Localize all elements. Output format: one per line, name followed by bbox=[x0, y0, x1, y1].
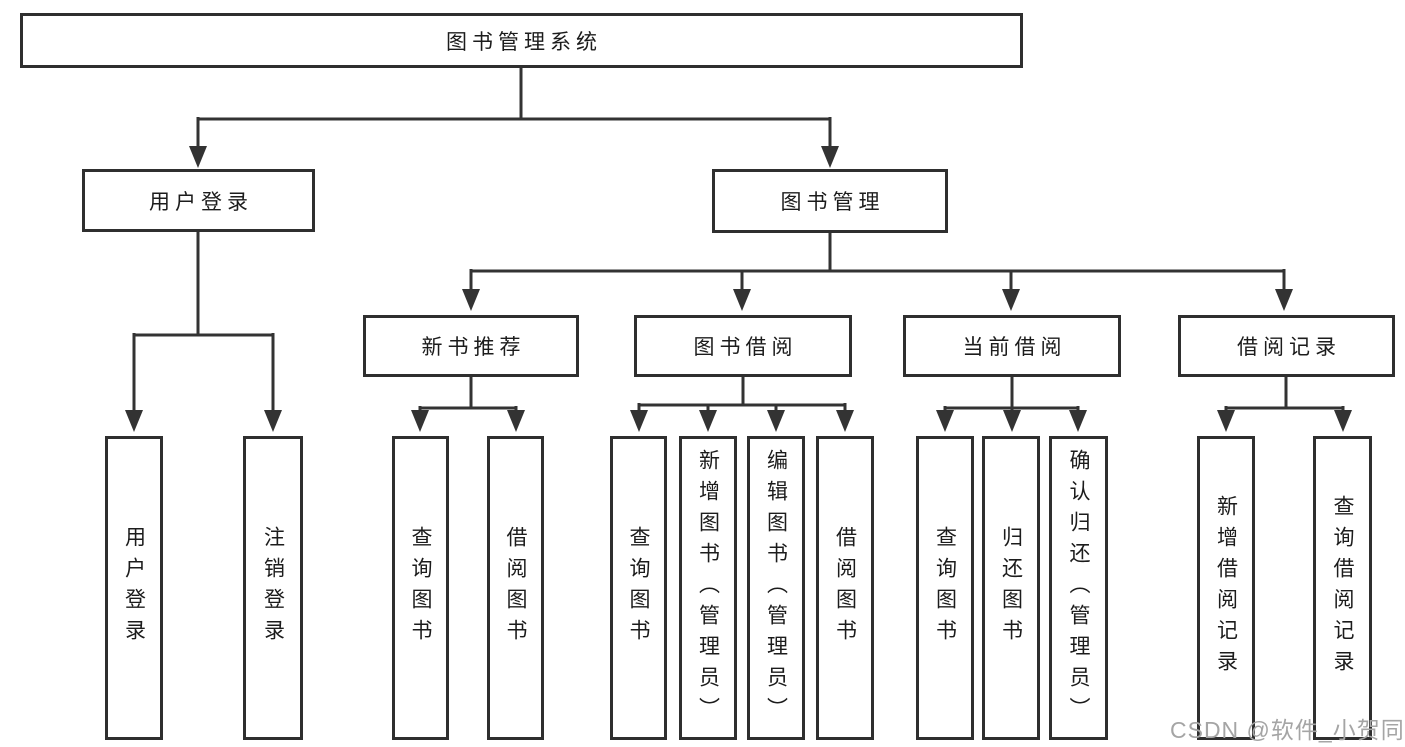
arrowhead-icons bbox=[125, 146, 1352, 432]
leaf-add-books-admin-label: 新增图书（管理员） bbox=[696, 448, 720, 728]
leaf-query-borrow-record: 查询借阅记录 bbox=[1313, 436, 1372, 740]
node-new-book-recommend: 新书推荐 bbox=[363, 315, 579, 377]
node-user-login-label: 用户登录 bbox=[149, 190, 253, 214]
leaf-confirm-return-admin: 确认归还（管理员） bbox=[1049, 436, 1108, 740]
leaf-query-books-borrow: 查询图书 bbox=[610, 436, 667, 740]
node-borrow-records-label: 借阅记录 bbox=[1237, 336, 1341, 359]
leaf-confirm-return-admin-label: 确认归还（管理员） bbox=[1067, 448, 1090, 728]
node-book-management: 图书管理 bbox=[712, 169, 948, 233]
leaf-edit-books-admin-label: 编辑图书（管理员） bbox=[764, 448, 788, 728]
leaf-borrow-books-newbook-label: 借阅图书 bbox=[504, 526, 527, 650]
node-library-system: 图书管理系统 bbox=[20, 13, 1023, 68]
leaf-return-books-label: 归还图书 bbox=[999, 526, 1023, 650]
leaf-return-books: 归还图书 bbox=[982, 436, 1040, 740]
node-library-system-label: 图书管理系统 bbox=[446, 30, 602, 54]
leaf-user-login-label: 用户登录 bbox=[122, 526, 146, 650]
node-book-management-label: 图书管理 bbox=[780, 191, 885, 214]
leaf-query-books-current-label: 查询图书 bbox=[933, 526, 957, 650]
leaf-query-books-newbook-label: 查询图书 bbox=[409, 526, 432, 650]
leaf-borrow-books-newbook: 借阅图书 bbox=[487, 436, 544, 740]
leaf-edit-books-admin: 编辑图书（管理员） bbox=[747, 436, 805, 740]
node-book-borrow-label: 图书借阅 bbox=[693, 336, 798, 359]
csdn-watermark: CSDN @软件_小贺同学 bbox=[1170, 717, 1405, 743]
node-current-borrow: 当前借阅 bbox=[903, 315, 1121, 377]
leaf-add-books-admin: 新增图书（管理员） bbox=[679, 436, 737, 740]
leaf-borrow-books-label: 借阅图书 bbox=[833, 526, 857, 650]
leaf-logout: 注销登录 bbox=[243, 436, 303, 740]
leaf-query-books-newbook: 查询图书 bbox=[392, 436, 449, 740]
leaf-add-borrow-record-label: 新增借阅记录 bbox=[1214, 495, 1238, 681]
leaf-user-login: 用户登录 bbox=[105, 436, 163, 740]
leaf-logout-label: 注销登录 bbox=[261, 526, 285, 650]
leaf-borrow-books: 借阅图书 bbox=[816, 436, 874, 740]
node-current-borrow-label: 当前借阅 bbox=[962, 336, 1067, 359]
leaf-query-books-borrow-label: 查询图书 bbox=[627, 526, 650, 650]
node-book-borrow: 图书借阅 bbox=[634, 315, 852, 377]
leaf-query-borrow-record-label: 查询借阅记录 bbox=[1331, 495, 1354, 681]
leaf-add-borrow-record: 新增借阅记录 bbox=[1197, 436, 1255, 740]
node-user-login: 用户登录 bbox=[82, 169, 315, 232]
leaf-query-books-current: 查询图书 bbox=[916, 436, 974, 740]
node-new-book-recommend-label: 新书推荐 bbox=[421, 336, 526, 359]
node-borrow-records: 借阅记录 bbox=[1178, 315, 1395, 377]
